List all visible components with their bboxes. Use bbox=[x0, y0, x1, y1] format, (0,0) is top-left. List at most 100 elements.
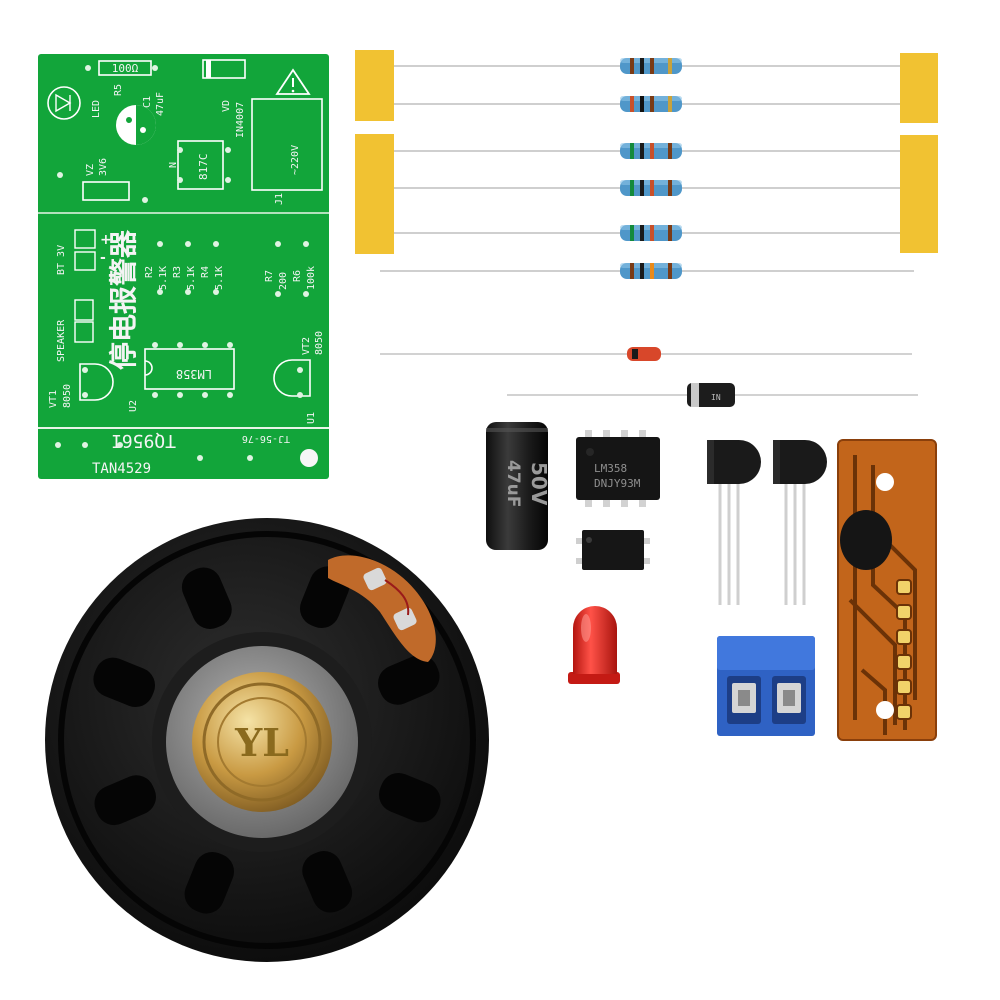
ic-marking-1: LM358 bbox=[594, 462, 627, 475]
plus-label: + bbox=[100, 232, 112, 248]
c1-label: C1 bbox=[142, 96, 153, 108]
ic-footprint: LM358 U2 bbox=[128, 348, 235, 412]
pcb-pad bbox=[185, 241, 191, 247]
code-small: TJ-56-76 bbox=[242, 433, 290, 444]
pcb-pad bbox=[275, 291, 281, 297]
zener-diode bbox=[380, 347, 912, 361]
resistor bbox=[620, 58, 682, 74]
pcb-pad bbox=[177, 147, 183, 153]
pcb-pad bbox=[177, 342, 183, 348]
resistor bbox=[620, 263, 682, 279]
pcb-pad bbox=[225, 147, 231, 153]
c1-value: 47uF bbox=[155, 92, 166, 116]
pcb-pad bbox=[202, 342, 208, 348]
pcb-pad bbox=[57, 172, 63, 178]
pcb-pad bbox=[303, 291, 309, 297]
speaker-label: SPEAKER bbox=[56, 319, 67, 362]
pcb-pad bbox=[142, 197, 148, 203]
vz-footprint: VZ 3V6 bbox=[82, 158, 130, 201]
vd-value: IN4007 bbox=[235, 102, 246, 138]
pcb-pad bbox=[225, 177, 231, 183]
optocoupler-footprint: 817C N bbox=[168, 140, 224, 190]
pcb-pad bbox=[247, 455, 253, 461]
r6-r7-footprint: R7 200 R6 100k bbox=[264, 266, 317, 290]
vt2-footprint: VT2 8050 U1 bbox=[273, 331, 325, 424]
r5-footprint: 100Ω R5 bbox=[98, 60, 152, 96]
r4-label: R4 bbox=[200, 266, 211, 278]
n-label: N bbox=[168, 162, 179, 168]
resistor bbox=[620, 96, 682, 112]
pcb-pad bbox=[275, 241, 281, 247]
pcb-pad bbox=[82, 442, 88, 448]
pcb-pad bbox=[117, 442, 123, 448]
vz-label: VZ bbox=[85, 164, 96, 176]
pcb-pads bbox=[55, 65, 309, 461]
speaker-footprint: SPEAKER bbox=[56, 299, 94, 362]
pcb-pad bbox=[202, 392, 208, 398]
pcb-pad bbox=[85, 65, 91, 71]
mounting-hole bbox=[300, 449, 318, 467]
tape-right-bottom bbox=[900, 135, 938, 253]
pcb-pad bbox=[303, 241, 309, 247]
pcb-pad bbox=[213, 241, 219, 247]
pcb-pad bbox=[227, 392, 233, 398]
vz-value: 3V6 bbox=[98, 158, 109, 176]
warning-triangle-icon bbox=[275, 68, 311, 95]
optocoupler-label: 817C bbox=[197, 154, 210, 181]
bt-footprint: BT 3V + - bbox=[56, 229, 112, 275]
board-code: TAN4529 bbox=[92, 461, 151, 477]
j1-footprint: ~220V J1 bbox=[251, 98, 323, 205]
pcb-pad bbox=[152, 65, 158, 71]
minus-label: - bbox=[100, 250, 106, 266]
pcb-board: 100Ω R5 VD IN4007 ~220V J1 LED bbox=[38, 54, 329, 479]
vt1-footprint: VT1 8050 bbox=[48, 363, 114, 408]
resistor bbox=[620, 180, 682, 196]
r3-value: 5.1K bbox=[186, 266, 197, 290]
pcb-pad bbox=[297, 367, 303, 373]
transistor-8050 bbox=[773, 440, 827, 605]
lm358-chip: LM358 DNJY93M bbox=[576, 430, 660, 507]
speaker: YL bbox=[45, 518, 489, 962]
r7-value: 200 bbox=[278, 272, 289, 290]
ic-label: LM358 bbox=[176, 367, 212, 381]
r2-label: R2 bbox=[144, 266, 155, 278]
vt1-label: VT1 bbox=[48, 390, 59, 408]
pcb-pad bbox=[157, 289, 163, 295]
c1-footprint: C1 47uF bbox=[116, 92, 166, 145]
r3-label: R3 bbox=[172, 266, 183, 278]
resistor bbox=[620, 225, 682, 241]
tape-left-bottom bbox=[355, 134, 394, 254]
pcb-pad bbox=[82, 367, 88, 373]
pcb-pad bbox=[82, 392, 88, 398]
optocoupler-chip bbox=[576, 530, 650, 570]
vt2-label: VT2 bbox=[301, 337, 312, 355]
terminal-block bbox=[717, 636, 815, 768]
pcb-pad bbox=[55, 442, 61, 448]
r4-value: 5.1K bbox=[214, 266, 225, 290]
buzzer-module bbox=[837, 439, 937, 741]
electrolytic-capacitor: 47uF 50V bbox=[486, 422, 551, 770]
capacitor-capacitance: 47uF bbox=[503, 460, 523, 507]
led-footprint: LED bbox=[47, 86, 102, 120]
pcb-pad bbox=[227, 342, 233, 348]
red-led bbox=[568, 606, 620, 840]
pcb-pad bbox=[185, 289, 191, 295]
j1-label: J1 bbox=[274, 193, 285, 205]
tape-left-top bbox=[355, 50, 394, 121]
transistors bbox=[707, 440, 827, 605]
pcb-pad bbox=[197, 455, 203, 461]
vt2-value: 8050 bbox=[314, 331, 325, 355]
u2-label: U2 bbox=[128, 400, 139, 412]
r2-value: 5.1K bbox=[158, 266, 169, 290]
u1-label: U1 bbox=[306, 412, 317, 424]
svg-text:IN: IN bbox=[711, 393, 721, 402]
pcb-pad bbox=[157, 241, 163, 247]
pcb-pad bbox=[152, 342, 158, 348]
transistor-8050 bbox=[707, 440, 761, 605]
vd-label: VD bbox=[221, 100, 232, 112]
pcb-pad bbox=[177, 177, 183, 183]
pcb-pad bbox=[297, 392, 303, 398]
rectifier-diode: IN bbox=[507, 383, 918, 407]
resistor-strip bbox=[355, 50, 938, 279]
capacitor-voltage: 50V bbox=[527, 462, 551, 506]
